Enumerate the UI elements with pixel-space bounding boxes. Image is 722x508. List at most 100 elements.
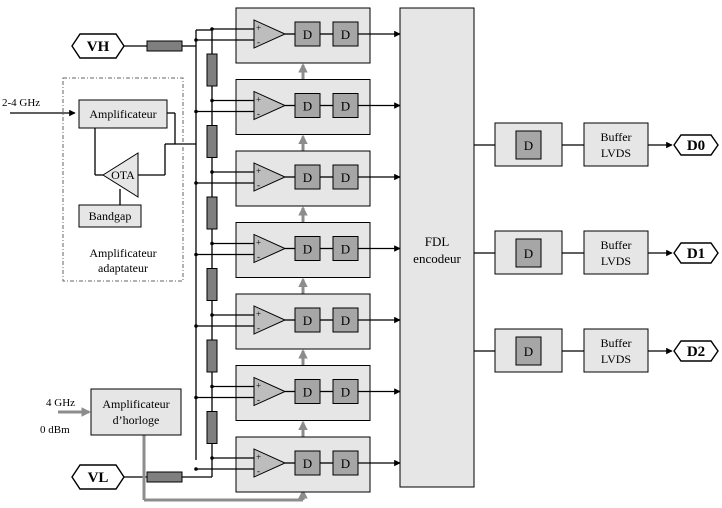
comparator-minus: - (257, 37, 260, 47)
latch-label: D (303, 385, 312, 400)
buffer-label-2: LVDS (601, 352, 631, 366)
output-latch-d (515, 130, 542, 160)
vl-label: VL (88, 470, 109, 486)
amplifier-block (78, 99, 168, 129)
latch-d (294, 307, 321, 333)
comparator-triangle (253, 305, 287, 335)
vl-resistor (146, 471, 183, 483)
lvds-buffer-block (583, 230, 649, 275)
junction-dot (194, 252, 198, 257)
ladder-resistor (206, 196, 218, 230)
output-latch-label: D (524, 246, 533, 261)
buffer-label-1: Buffer (600, 238, 631, 252)
junction-dot (194, 324, 198, 328)
clock-amp-label-1: Amplificateur (102, 397, 169, 411)
latch-label: D (303, 456, 312, 471)
comparator-triangle (253, 90, 287, 121)
latch-d (332, 236, 359, 261)
ota-block (102, 152, 139, 198)
latch-label: D (303, 242, 312, 257)
latch-label: D (341, 456, 350, 471)
latch-d (294, 93, 321, 118)
junction-dot (210, 241, 214, 246)
latch-label: D (341, 385, 350, 400)
buffer-label-2: LVDS (601, 254, 631, 268)
comparator-plus: + (256, 166, 261, 176)
ladder-resistor (206, 339, 218, 373)
clock-freq-label: 4 GHz (46, 397, 75, 409)
adaptive-amp-caption-2: adaptateur (98, 261, 148, 275)
junction-dot (210, 170, 214, 174)
output-tag (673, 340, 719, 362)
output-tag (673, 242, 719, 264)
latch-d (332, 164, 359, 190)
output-tag (673, 134, 719, 156)
comparator-minus: - (257, 252, 260, 262)
junction-dot (194, 181, 198, 185)
latch-label: D (341, 27, 350, 42)
junction-dot (210, 313, 214, 317)
latch-d (294, 379, 321, 404)
latch-d (332, 379, 359, 404)
vl-input-tag (71, 464, 125, 490)
junction-dot (210, 98, 214, 103)
latch-label: D (341, 99, 350, 114)
comparator-plus: + (256, 309, 261, 319)
latch-label: D (303, 170, 312, 185)
output-label-d2: D2 (687, 344, 705, 360)
amplifier-label: Amplificateur (89, 107, 156, 121)
junction-dot (194, 467, 198, 471)
comparator-plus: + (256, 238, 261, 248)
encoder-label-1: FDL (425, 234, 450, 249)
comparator-plus: + (256, 95, 261, 105)
comparator-stage: + - D D (194, 79, 401, 151)
latch-label: D (341, 170, 350, 185)
comparator-triangle (253, 376, 287, 407)
comparator-plus: + (256, 381, 261, 391)
comparator-stage: + - D D (194, 7, 401, 80)
clock-power-label: 0 dBm (40, 424, 70, 436)
comparator-minus: - (257, 395, 260, 405)
comparator-triangle (253, 233, 287, 264)
comparator-triangle (253, 162, 287, 192)
output-latch-d (515, 238, 542, 268)
ladder-resistor (206, 268, 218, 301)
output-latch-label: D (524, 344, 533, 359)
latch-d (332, 307, 359, 333)
clock-amplifier-block (90, 388, 182, 436)
latch-label: D (303, 313, 312, 328)
latch-d (332, 450, 359, 476)
comparator-plus: + (256, 23, 261, 33)
output-label-d0: D0 (687, 138, 705, 154)
comparator-stage: + - D D (194, 365, 401, 437)
latch-label: D (303, 27, 312, 42)
comparator-minus: - (257, 109, 260, 119)
static-wiring (10, 29, 495, 502)
vh-label: VH (87, 39, 110, 55)
junction-dot (210, 384, 214, 389)
ladder-resistor (206, 125, 218, 158)
comparator-minus: - (257, 323, 260, 333)
latch-label: D (303, 99, 312, 114)
comparator-triangle (253, 448, 287, 478)
output-label-d1: D1 (687, 246, 705, 262)
fdl-encoder-block (399, 7, 475, 488)
junction-dot (194, 38, 198, 42)
comparator-plus: + (256, 452, 261, 462)
buffer-label-2: LVDS (601, 146, 631, 160)
ladder-resistor (206, 411, 218, 444)
buffer-label-1: Buffer (600, 130, 631, 144)
clock-amp-label-2: d’horloge (113, 413, 160, 427)
output-latch-d (515, 336, 542, 366)
output-latch-label: D (524, 138, 533, 153)
junction-dot (194, 395, 198, 400)
adaptive-amp-caption-1: Amplificateur (89, 246, 156, 260)
